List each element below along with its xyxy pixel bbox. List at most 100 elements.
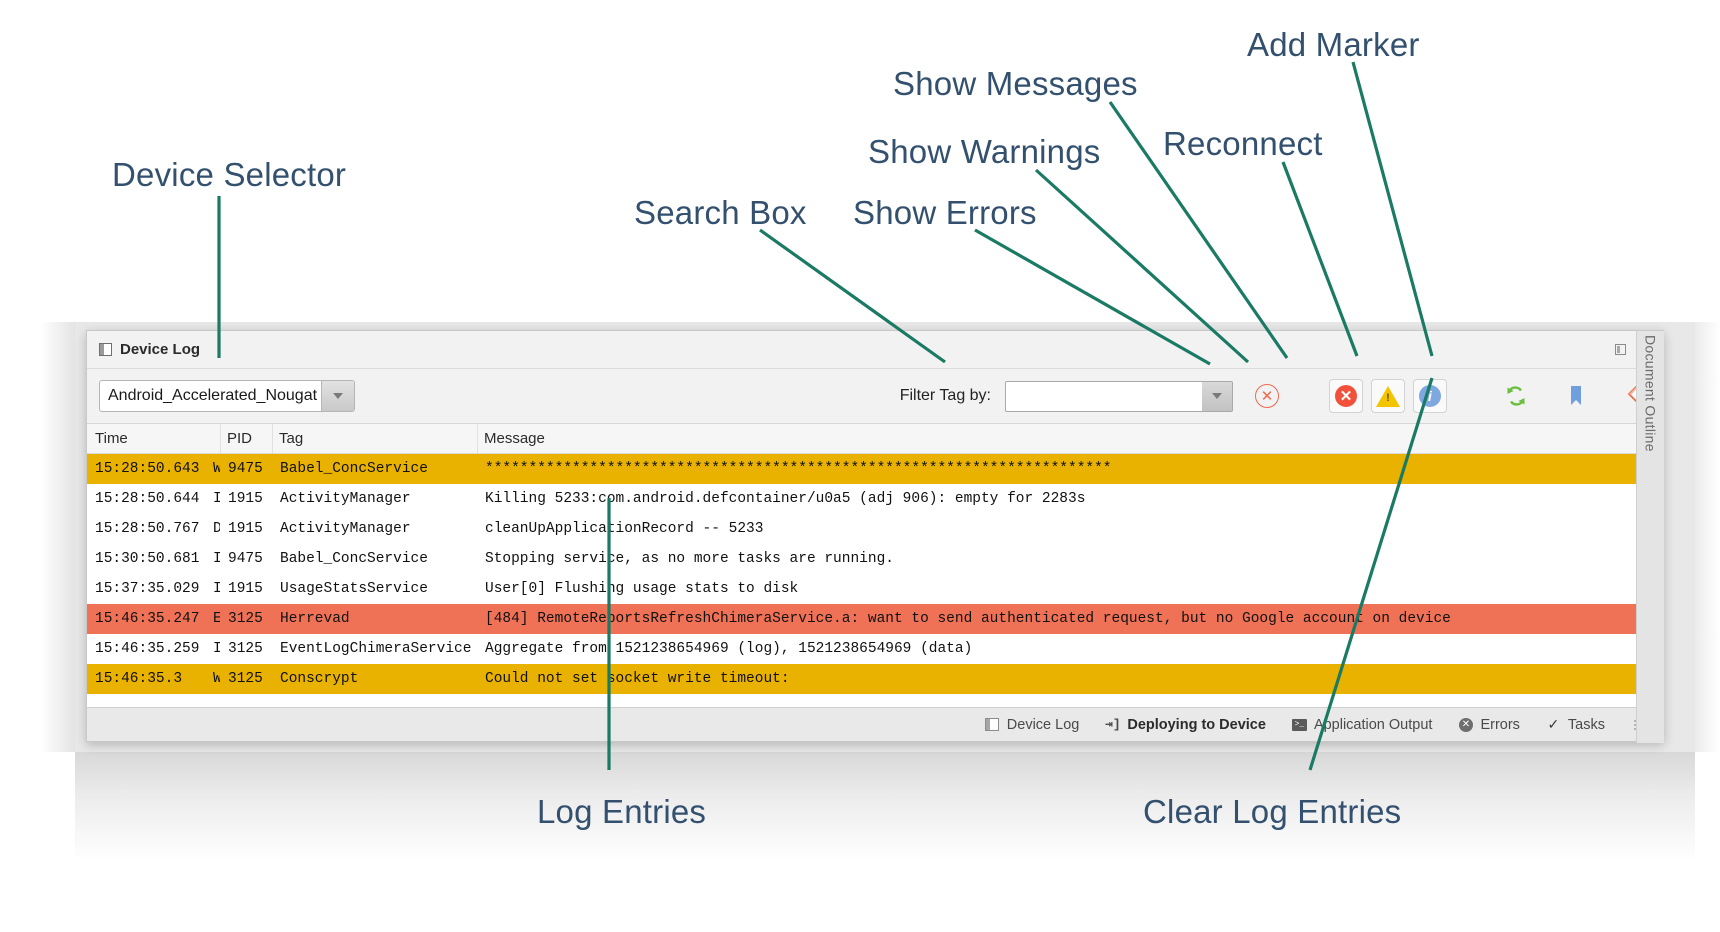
severity-filter-group: ✕ i bbox=[1329, 379, 1447, 413]
restore-button[interactable] bbox=[1609, 339, 1631, 361]
tool-window-title-bar: Device Log ✕ bbox=[87, 331, 1663, 369]
cell-level: W bbox=[205, 461, 220, 477]
annotation-label-search-box: Search Box bbox=[634, 194, 807, 231]
cell-time: 15:28:50.767 bbox=[95, 521, 200, 537]
error-dot-icon: ✕ bbox=[1458, 717, 1473, 732]
cell-message: Could not set socket write timeout: bbox=[485, 671, 790, 687]
column-header-time[interactable]: Time bbox=[95, 430, 128, 447]
table-row[interactable]: 15:46:35.247E3125Herrevad[484] RemoteRep… bbox=[87, 604, 1663, 634]
search-box[interactable] bbox=[1005, 380, 1233, 412]
status-tab-label: Errors bbox=[1480, 716, 1520, 733]
cell-message: Stopping service, as no more tasks are r… bbox=[485, 551, 894, 567]
cell-pid: 1915 bbox=[228, 491, 263, 507]
cell-level: I bbox=[205, 581, 220, 597]
device-selector-arrow[interactable] bbox=[321, 381, 354, 411]
page-title: Device Log bbox=[120, 341, 201, 358]
reconnect-button[interactable] bbox=[1503, 383, 1529, 409]
cell-tag: UsageStatsService bbox=[280, 581, 428, 597]
annotation-label-log-entries: Log Entries bbox=[537, 793, 707, 830]
warning-icon bbox=[1376, 385, 1400, 407]
annotation-label-show-errors: Show Errors bbox=[853, 194, 1037, 231]
table-row[interactable]: 15:46:35.3 W 3125 Conscrypt Could not set so… bbox=[87, 664, 1663, 694]
chevron-down-icon bbox=[333, 393, 343, 399]
annotation-label-show-messages: Show Messages bbox=[893, 65, 1138, 102]
clear-filter-icon[interactable]: ✕ bbox=[1255, 384, 1279, 408]
chevron-down-icon bbox=[1212, 393, 1222, 399]
show-warnings-button[interactable] bbox=[1371, 379, 1405, 413]
table-row[interactable]: 15:30:50.681I9475Babel_ConcServiceStoppi… bbox=[87, 544, 1663, 574]
status-tab-deploying[interactable]: ⇥] Deploying to Device bbox=[1105, 717, 1266, 733]
filter-tag-arrow[interactable] bbox=[1202, 381, 1232, 411]
cell-level: I bbox=[205, 641, 220, 657]
column-header-message[interactable]: Message bbox=[477, 424, 1663, 453]
cell-tag: Babel_ConcService bbox=[280, 551, 428, 567]
cell-pid: 3125 bbox=[228, 671, 263, 687]
panel-icon bbox=[99, 343, 112, 356]
terminal-icon: >_ bbox=[1291, 718, 1307, 732]
annotation-label-reconnect: Reconnect bbox=[1163, 125, 1323, 162]
cell-message: User[0] Flushing usage stats to disk bbox=[485, 581, 799, 597]
cell-pid: 3125 bbox=[228, 641, 263, 657]
cell-tag: Conscrypt bbox=[280, 671, 359, 687]
status-tab-errors[interactable]: ✕ Errors bbox=[1458, 716, 1520, 733]
status-tab-application-output[interactable]: >_Application Output bbox=[1291, 717, 1432, 733]
restore-icon bbox=[1614, 344, 1626, 355]
column-header-tag[interactable]: Tag bbox=[272, 424, 477, 453]
cell-pid: 3125 bbox=[228, 611, 263, 627]
cell-message: Killing 5233:com.android.defcontainer/u0… bbox=[485, 491, 1086, 507]
table-row[interactable]: 15:28:50.767 D 1915 ActivityManager cleanUpA… bbox=[87, 514, 1663, 544]
table-row[interactable]: 15:28:50.644 I 1915 ActivityManager Killing … bbox=[87, 484, 1663, 514]
status-bar-items: Device Log ⇥] Deploying to Device >_Applica… bbox=[985, 716, 1605, 733]
annotation-label-clear-log-entries: Clear Log Entries bbox=[1143, 793, 1402, 830]
filter-tag-label: Filter Tag by: bbox=[899, 387, 991, 404]
cell-time: 15:46:35.3 bbox=[95, 671, 183, 687]
cell-tag: Herrevad bbox=[280, 611, 350, 627]
table-row[interactable]: 15:37:35.029 I 1915 UsageStatsService User[0… bbox=[87, 574, 1663, 604]
status-tab-label: Tasks bbox=[1567, 716, 1605, 733]
status-tab-tasks[interactable]: ✓Tasks bbox=[1546, 716, 1605, 733]
log-entries-table: Time PID Tag Message 15:28:50.643W9475Ba… bbox=[87, 423, 1663, 707]
cell-message: cleanUpApplicationRecord -- 5233 bbox=[485, 521, 764, 537]
table-row[interactable]: 15:46:35.259I3125EventLogChimeraServiceA… bbox=[87, 634, 1663, 664]
filter-tag-input[interactable] bbox=[1006, 382, 1202, 411]
cell-level: D bbox=[205, 521, 220, 537]
add-marker-button[interactable] bbox=[1563, 383, 1589, 409]
device-log-toolbar: Android_Accelerated_Nougat Filter Tag by… bbox=[87, 369, 1663, 423]
show-messages-button[interactable]: i bbox=[1413, 379, 1447, 413]
cell-pid: 1915 bbox=[228, 581, 263, 597]
cell-pid: 1915 bbox=[228, 521, 263, 537]
panel-icon bbox=[985, 718, 1000, 732]
cell-time: 15:46:35.247 bbox=[95, 611, 200, 627]
cell-pid: 9475 bbox=[228, 551, 263, 567]
cell-time: 15:37:35.029 bbox=[95, 581, 200, 597]
error-icon: ✕ bbox=[1335, 385, 1357, 407]
cell-tag: EventLogChimeraService bbox=[280, 641, 472, 657]
cell-level: W bbox=[205, 671, 220, 687]
cell-level: I bbox=[205, 551, 220, 567]
status-tab-label: Deploying to Device bbox=[1127, 716, 1266, 733]
document-outline-tab[interactable]: Document Outline bbox=[1636, 331, 1664, 743]
table-row[interactable]: 15:28:50.643W9475Babel_ConcService******… bbox=[87, 454, 1663, 484]
cell-time: 15:46:35.259 bbox=[95, 641, 200, 657]
column-header-pid[interactable]: PID bbox=[220, 424, 272, 453]
status-tab-device-log[interactable]: Device Log bbox=[985, 716, 1080, 733]
info-icon: i bbox=[1419, 385, 1441, 407]
deploy-icon: ⇥] bbox=[1105, 717, 1121, 732]
cell-time: 15:28:50.644 bbox=[95, 491, 200, 507]
cell-time: 15:28:50.643 bbox=[95, 461, 200, 477]
cell-level: I bbox=[205, 491, 220, 507]
show-errors-button[interactable]: ✕ bbox=[1329, 379, 1363, 413]
page-left-fade bbox=[40, 322, 80, 752]
device-selector-value: Android_Accelerated_Nougat bbox=[108, 387, 318, 404]
device-selector[interactable]: Android_Accelerated_Nougat bbox=[99, 380, 355, 412]
toolbar-actions bbox=[1503, 383, 1649, 409]
annotation-label-add-marker: Add Marker bbox=[1247, 26, 1420, 63]
cell-message: [484] RemoteReportsRefreshChimeraService… bbox=[485, 611, 1451, 627]
cell-tag: ActivityManager bbox=[280, 491, 411, 507]
status-tab-label: Device Log bbox=[1006, 716, 1080, 733]
bookmark-icon bbox=[1571, 386, 1581, 405]
table-body: 15:28:50.643W9475Babel_ConcService******… bbox=[87, 454, 1663, 694]
refresh-icon bbox=[1507, 386, 1525, 406]
cell-tag: ActivityManager bbox=[280, 521, 411, 537]
